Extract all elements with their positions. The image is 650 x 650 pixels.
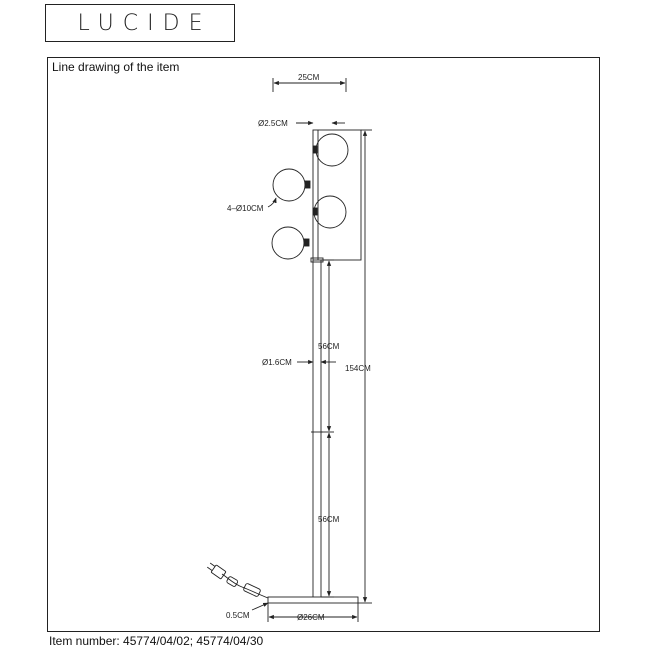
globe-upper-left [272, 168, 306, 202]
cable-joint-icon [226, 576, 239, 587]
holder-top-right [312, 145, 318, 154]
label-arm-diameter: Ø2.5CM [258, 119, 288, 128]
upper-column [312, 129, 362, 261]
label-globes: 4–Ø10CM [227, 204, 264, 213]
item-number: Item number: 45774/04/02; 45774/04/30 [49, 634, 264, 648]
cable-switch-icon [243, 583, 261, 597]
holder-mid-right [312, 207, 318, 216]
drawing-caption: Line drawing of the item [52, 60, 180, 74]
label-total-height: 154CM [345, 364, 371, 373]
label-pole-diameter: Ø1.6CM [262, 358, 292, 367]
globe-mid-right [313, 195, 347, 229]
brand-logo-text: LUCIDE [77, 11, 212, 36]
label-top-width: 25CM [298, 73, 320, 82]
label-lower-section: 56CM [318, 515, 340, 524]
holder-lower-left [303, 238, 310, 247]
label-base-thickness: 0.5CM [226, 611, 250, 620]
base-plate [267, 596, 359, 604]
globe-top-right [315, 133, 349, 167]
base-thickness-leader [251, 602, 269, 611]
drawing-frame [47, 57, 600, 632]
power-cable [221, 573, 269, 599]
globe-lower-left [271, 226, 305, 260]
brand-logo: LUCIDE [45, 4, 235, 42]
holder-upper-left [304, 180, 311, 189]
label-upper-section: 56CM [318, 342, 340, 351]
plug-icon [207, 562, 227, 580]
label-base-diameter: Ø26CM [297, 613, 325, 622]
globe-leader [267, 197, 277, 208]
